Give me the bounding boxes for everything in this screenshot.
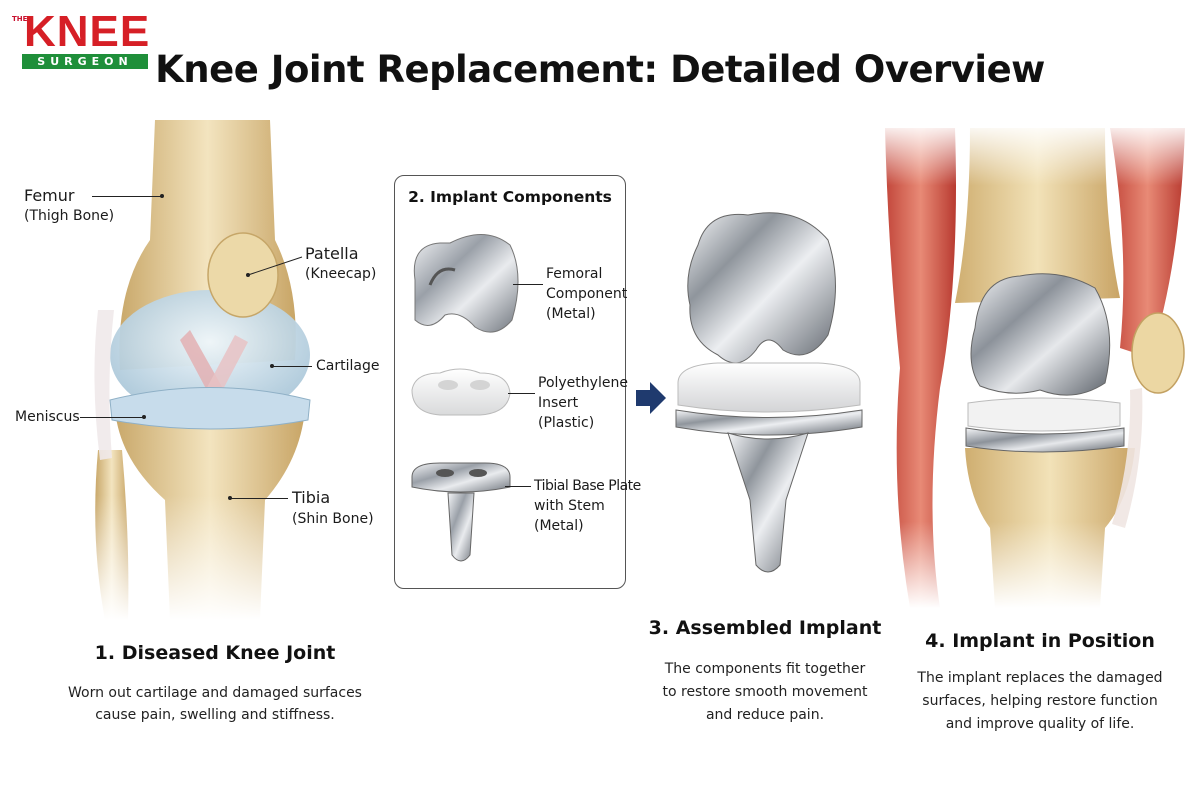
panel3-heading: 3. Assembled Implant — [648, 617, 882, 639]
insert-label-line2: Insert — [538, 395, 579, 411]
implant-components-illustration — [411, 234, 519, 562]
logo-the-text: THE — [12, 15, 28, 23]
femoral-leader-line — [513, 284, 543, 285]
femur-leader-line — [92, 196, 162, 197]
insert-leader-line — [508, 393, 535, 394]
tibia-label: Tibia — [292, 488, 331, 507]
panel1-desc-line2: cause pain, swelling and stiffness. — [95, 707, 335, 723]
assembled-insert-shape — [677, 362, 861, 413]
cartilage-leader-dot — [270, 364, 274, 368]
diseased-knee-illustration — [60, 120, 360, 620]
tibial-base-plate-shape — [411, 462, 511, 493]
implant-components-title: 2. Implant Components — [408, 188, 612, 206]
assembled-implant-illustration — [675, 212, 863, 573]
logo-surgeon-text: SURGEON — [22, 54, 148, 69]
femoral-label-line1: Femoral — [546, 266, 603, 282]
assembled-base-plate-shape — [675, 409, 863, 436]
implant-in-position-illustration — [880, 128, 1190, 608]
meniscus-leader-dot — [142, 415, 146, 419]
insert-label-line1: Polyethylene — [538, 375, 628, 391]
tibial-label-line2: with Stem — [534, 498, 605, 514]
panel1-desc-line1: Worn out cartilage and damaged surfaces — [68, 685, 362, 701]
cartilage-leader-line — [272, 366, 312, 367]
insert-label-line3: (Plastic) — [538, 415, 595, 431]
panel4-desc-line1: The implant replaces the damaged — [917, 670, 1163, 686]
panel3-desc-line3: and reduce pain. — [705, 707, 825, 723]
assembled-stem-shape — [727, 432, 809, 573]
logo-knee-text: KNEE — [24, 7, 151, 56]
patella-label: Patella — [305, 244, 359, 263]
femoral-label-line2: Component — [546, 286, 628, 302]
tibia-sub-label: (Shin Bone) — [292, 511, 374, 527]
femoral-component-shape — [413, 234, 519, 333]
arrow-right-icon — [636, 382, 666, 414]
tibial-label-line3: (Metal) — [534, 518, 584, 534]
femoral-label-line3: (Metal) — [546, 306, 596, 322]
tibial-leader-line — [505, 486, 531, 487]
panel4-heading: 4. Implant in Position — [925, 630, 1155, 652]
polyethylene-insert-shape — [411, 368, 511, 416]
patella-sub-label: (Kneecap) — [305, 266, 377, 282]
panel4-desc-line3: and improve quality of life. — [945, 716, 1135, 732]
meniscus-label: Meniscus — [15, 409, 80, 425]
tibial-label-line1: Tibial Base Plate — [534, 478, 641, 494]
patella-leader-line — [246, 256, 303, 277]
meniscus-leader-line — [80, 417, 144, 418]
panel3-desc-line1: The components fit together — [664, 661, 866, 677]
tibia-leader-dot — [228, 496, 232, 500]
assembled-femoral-shape — [687, 212, 836, 364]
brand-logo: THE KNEE SURGEON — [12, 8, 149, 70]
panel3-desc-line2: to restore smooth movement — [662, 684, 868, 700]
panel1-heading: 1. Diseased Knee Joint — [94, 642, 336, 664]
tibial-stem-shape — [447, 492, 475, 562]
page-title: Knee Joint Replacement: Detailed Overvie… — [155, 48, 1045, 91]
cartilage-label: Cartilage — [316, 358, 380, 374]
panel4-desc-line2: surfaces, helping restore function — [922, 693, 1158, 709]
tibia-leader-line — [230, 498, 288, 499]
femur-sub-label: (Thigh Bone) — [24, 208, 115, 224]
femur-leader-dot — [160, 194, 164, 198]
femur-label: Femur — [24, 186, 75, 205]
